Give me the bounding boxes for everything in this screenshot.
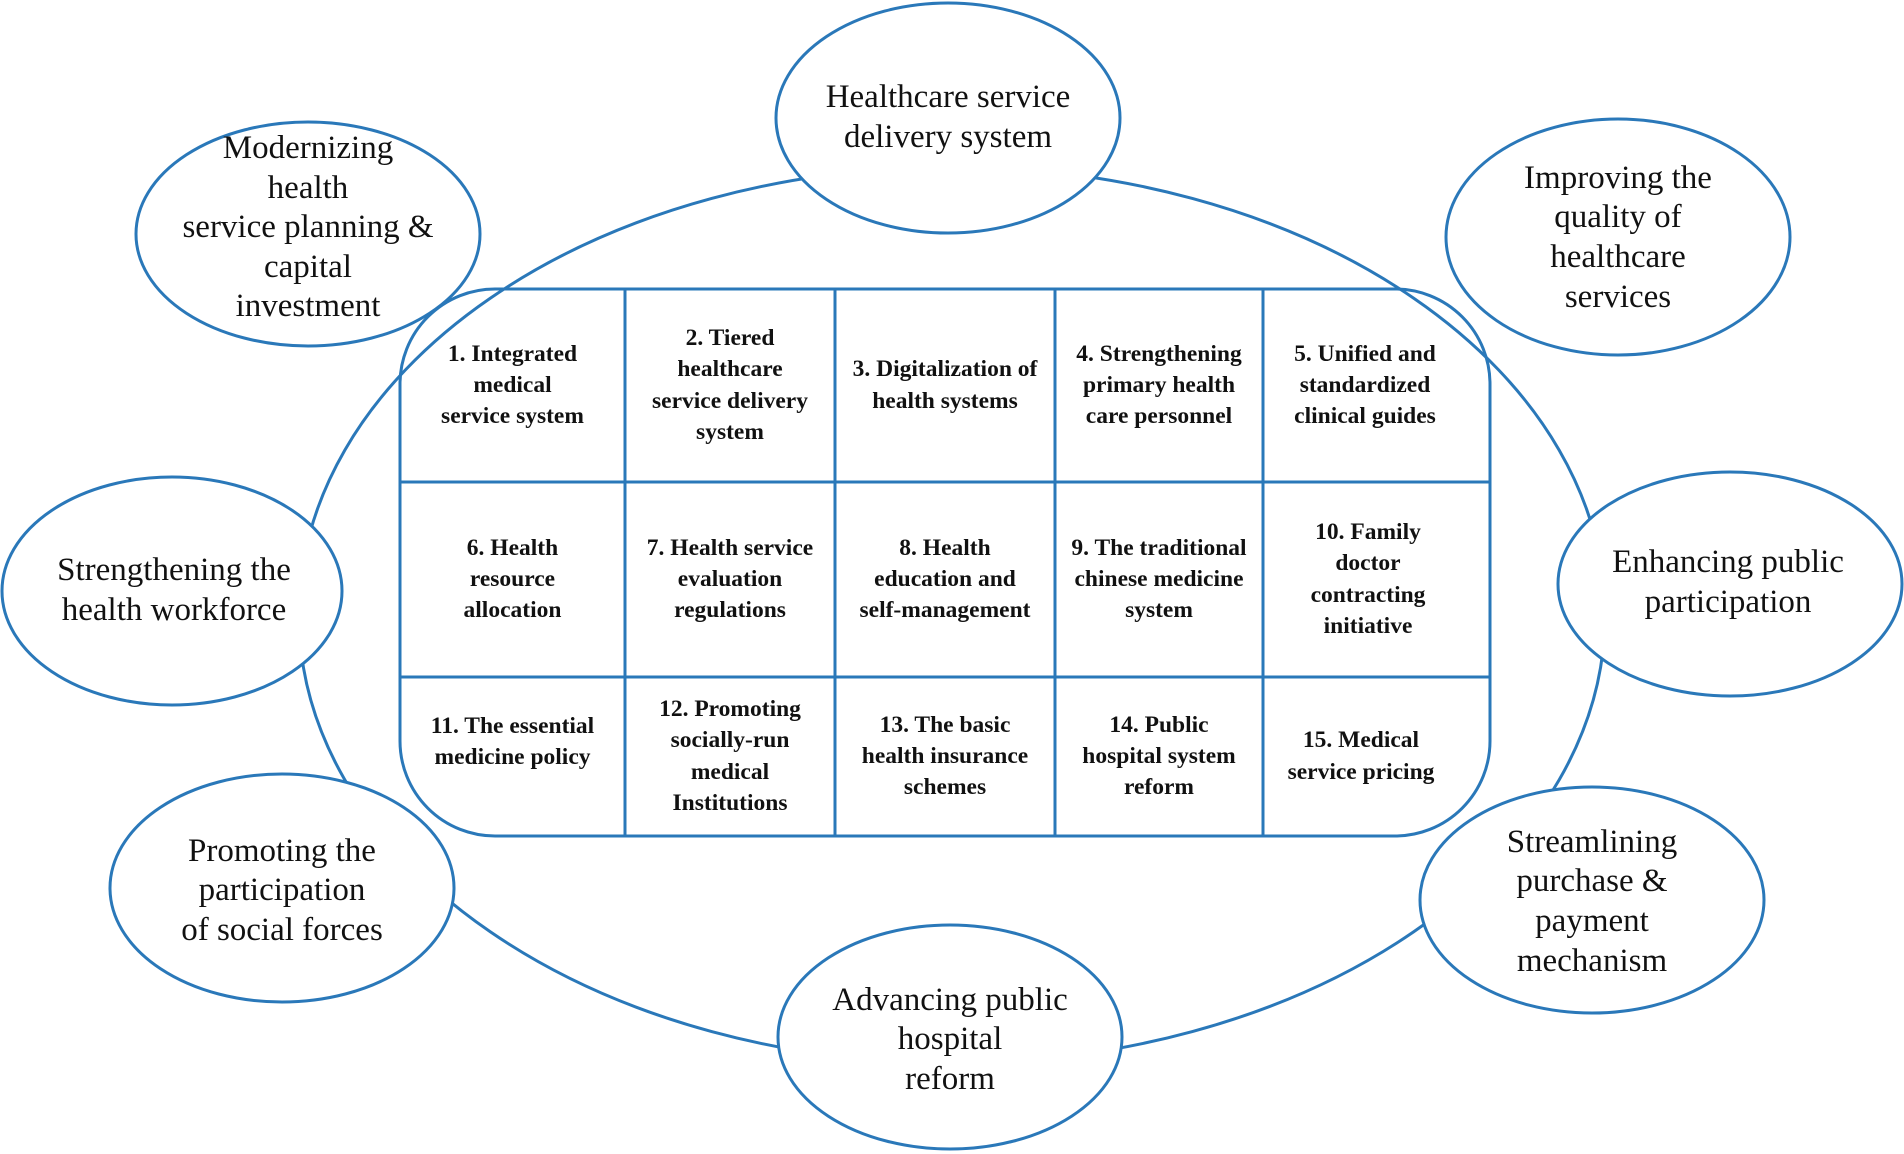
node-bottom-right-ellipse [1418,785,1766,1015]
node-top-ellipse [774,1,1122,235]
grid-lines [400,289,1490,836]
grid-border [398,287,1492,838]
node-bottom-left-ellipse [108,772,456,1004]
node-bottom-ellipse [776,923,1124,1151]
node-left-ellipse [0,475,344,707]
node-right-ellipse [1556,470,1904,698]
node-top-right-ellipse [1444,117,1792,357]
node-top-left-ellipse [134,120,482,348]
